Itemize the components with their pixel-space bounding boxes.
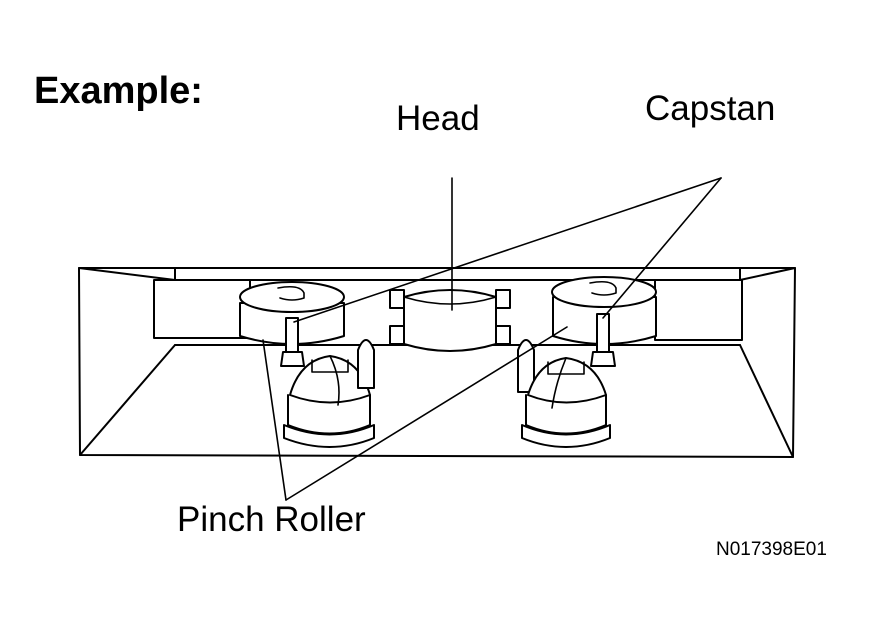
capstan-leader-line-left (293, 177, 722, 323)
figure-heading: Example: (34, 70, 203, 112)
magnetic-head (389, 289, 511, 352)
pinch-roller-leader-line-left (262, 339, 287, 501)
pinch-roller-leader-line-right (285, 326, 568, 501)
left-capstan-post (280, 317, 305, 367)
capstan-label: Capstan (645, 89, 776, 128)
left-pinch-roller (283, 355, 375, 448)
leader-lines (262, 177, 722, 501)
head-label: Head (396, 99, 480, 138)
right-capstan-post (590, 313, 616, 367)
left-guide-pin (357, 339, 375, 389)
right-tape-guide (654, 279, 743, 341)
left-tape-guide (153, 279, 251, 339)
figure-code: N017398E01 (716, 539, 827, 560)
right-pinch-roller (521, 357, 611, 448)
capstan-leader-line-right (602, 177, 722, 319)
pinch-roller-label: Pinch Roller (177, 500, 366, 539)
